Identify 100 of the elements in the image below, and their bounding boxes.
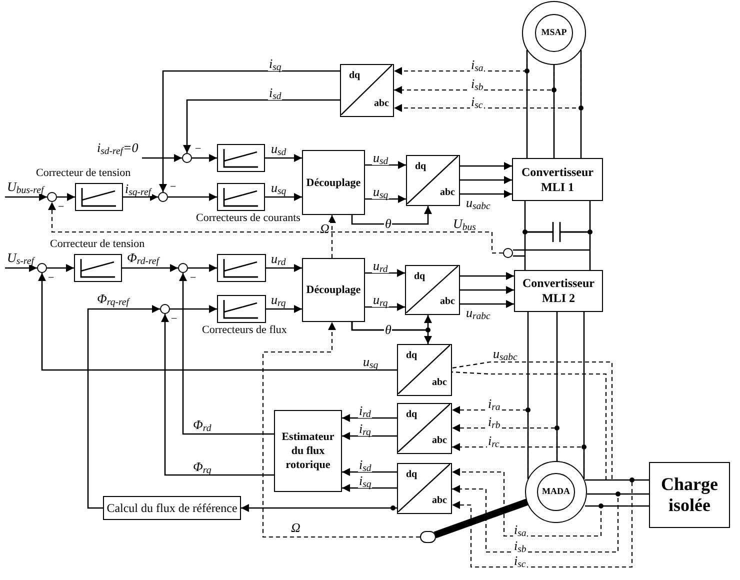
edge-label: i$_{rd}$ bbox=[358, 404, 372, 418]
signal-arrow bbox=[123, 193, 158, 201]
signal-arrow bbox=[351, 322, 432, 344]
wire bbox=[580, 50, 582, 158]
load-block bbox=[649, 462, 730, 528]
side-label: − bbox=[171, 314, 178, 325]
side-label: − bbox=[195, 144, 202, 155]
edge-label: U$_{s-ref}$ bbox=[6, 251, 35, 265]
edge-label: θ bbox=[384, 323, 392, 337]
wire bbox=[524, 201, 526, 270]
side-label: − bbox=[190, 273, 196, 284]
signal-arrow bbox=[266, 264, 302, 272]
block-label: dq bbox=[349, 71, 360, 81]
estimator-block bbox=[274, 410, 342, 492]
signal-arrow bbox=[5, 264, 37, 272]
summing-junction bbox=[182, 153, 192, 163]
signal-arrow bbox=[460, 286, 514, 294]
edge-label: Φ$_{rq-ref}$ bbox=[96, 292, 130, 306]
signal-arrow bbox=[460, 300, 514, 308]
edge-label: i$_{rc}$ bbox=[487, 434, 500, 448]
signal-arrow bbox=[365, 161, 406, 169]
signal-arrow bbox=[342, 432, 397, 440]
converter-block bbox=[512, 158, 603, 201]
edge-label: U$_{bus-ref}$ bbox=[6, 180, 45, 194]
block-label: abc bbox=[440, 297, 455, 307]
signal-arrow bbox=[38, 273, 397, 371]
signal-arrow bbox=[170, 305, 217, 313]
edge-label: Φ$_{rd}$ bbox=[192, 418, 212, 432]
signal-arrow bbox=[57, 193, 75, 201]
block-label: Découplage bbox=[306, 176, 361, 190]
edge-label: Ω bbox=[290, 521, 302, 535]
signal-arrow bbox=[265, 154, 302, 162]
edge-label: i$_{sc}$ bbox=[470, 95, 484, 109]
decoupling-block bbox=[302, 150, 365, 215]
signal-arrow bbox=[460, 176, 512, 184]
block-label: dq bbox=[414, 272, 426, 282]
block-label: dq bbox=[415, 162, 426, 172]
dashed-signal-line bbox=[452, 424, 558, 461]
block-label: Calcul du flux de référence bbox=[106, 502, 238, 514]
side-label: − bbox=[170, 182, 176, 193]
block-label: abc bbox=[440, 188, 455, 198]
dashed-signal-line bbox=[452, 485, 619, 553]
signal-arrow bbox=[351, 206, 432, 225]
side-label: − bbox=[58, 202, 64, 213]
edge-label: i$_{sb}$ bbox=[470, 77, 484, 91]
block-label: Convertisseur MLI 1 bbox=[520, 164, 594, 194]
signal-arrow bbox=[342, 468, 397, 476]
block-label: dq bbox=[406, 410, 418, 420]
wire bbox=[585, 505, 649, 507]
side-label: − bbox=[48, 273, 54, 284]
signal-arrow bbox=[47, 264, 74, 272]
signal-arrow bbox=[460, 190, 512, 198]
signal-arrow bbox=[266, 305, 302, 313]
edge-label: Φ$_{rq}$ bbox=[192, 460, 212, 474]
edge-label: U$_{bus}$ bbox=[452, 217, 477, 231]
signal-arrow bbox=[265, 193, 302, 201]
controller-block bbox=[75, 183, 123, 211]
wire bbox=[513, 249, 590, 251]
dashed-signal-line bbox=[262, 322, 420, 538]
signal-arrow bbox=[168, 193, 217, 201]
signal-arrow bbox=[161, 314, 274, 476]
dashed-signal-line bbox=[452, 468, 602, 537]
controller-block bbox=[217, 295, 266, 323]
dashed-signal-line bbox=[48, 202, 503, 254]
signal-arrow bbox=[188, 264, 217, 272]
edge-label: i$_{sq}$ bbox=[358, 474, 372, 488]
signal-arrow bbox=[159, 70, 340, 192]
signal-arrow bbox=[87, 305, 160, 509]
rotor-label: MADA bbox=[537, 473, 575, 511]
signal-arrow bbox=[183, 99, 340, 153]
signal-arrow bbox=[460, 162, 512, 170]
dashed-signal-line bbox=[452, 406, 529, 479]
summing-junction bbox=[178, 263, 188, 273]
block-label: dq bbox=[406, 351, 418, 361]
dashed-signal-line bbox=[328, 215, 336, 258]
block-label: abc bbox=[432, 496, 447, 506]
edge-label: Ω bbox=[319, 222, 330, 236]
edge-label: i$_{sb}$ bbox=[513, 539, 528, 553]
reference-block bbox=[103, 496, 241, 520]
edge-label: i$_{sc}$ bbox=[513, 554, 527, 568]
signal-arrow bbox=[365, 195, 406, 203]
edge-label: i$_{ra}$ bbox=[487, 397, 502, 411]
signal-arrow bbox=[342, 414, 397, 422]
summing-junction bbox=[158, 192, 168, 202]
block-label: abc bbox=[374, 99, 389, 109]
edge-label: i$_{sd}$ bbox=[358, 458, 372, 472]
edge-label: i$_{sa}$ bbox=[513, 523, 528, 537]
side-label: Correcteur de tension bbox=[50, 239, 145, 250]
edge-label: i$_{sa}$ bbox=[470, 58, 484, 72]
wire bbox=[513, 255, 525, 257]
block-label: abc bbox=[432, 378, 447, 388]
signal-arrow bbox=[192, 154, 217, 162]
summing-junction bbox=[160, 304, 170, 314]
block-label: dq bbox=[406, 470, 418, 480]
signal-arrow bbox=[365, 269, 405, 277]
edge-label: i$_{rq}$ bbox=[358, 422, 372, 436]
converter-block bbox=[514, 270, 603, 312]
edge-label: i$_{rb}$ bbox=[487, 415, 502, 429]
signal-arrow bbox=[5, 193, 47, 201]
rotor-label: MSAP bbox=[535, 14, 573, 52]
